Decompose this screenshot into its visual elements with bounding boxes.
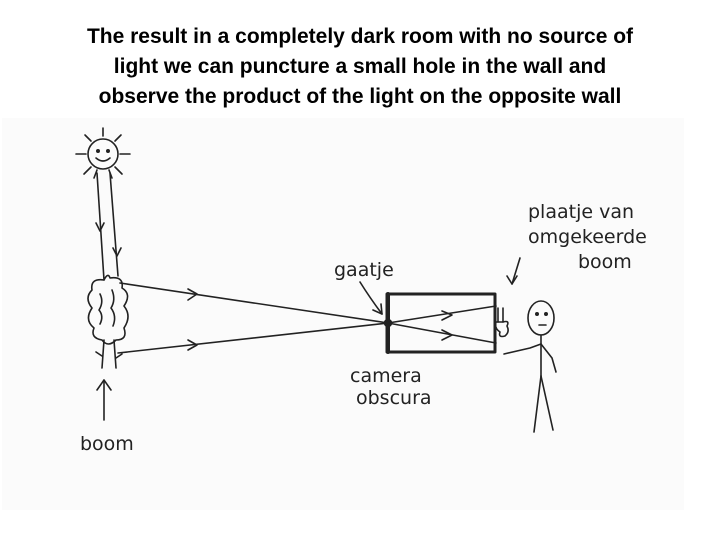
hole-label: gaatje	[334, 259, 394, 281]
sketch-background	[2, 118, 684, 510]
tree-pointer-arrow	[96, 379, 112, 421]
camera-box	[383, 292, 497, 354]
image-pointer-arrow	[506, 257, 521, 285]
camera-obscura-sketch: boom gaatje cam	[0, 118, 720, 540]
title-line-2: light we can puncture a small hole in th…	[113, 55, 607, 78]
sketch-drawing: boom gaatje cam	[75, 127, 647, 455]
inverted-tree-icon	[494, 307, 509, 338]
image-label-line2: omgekeerde	[528, 226, 647, 248]
title-line-3: observe the product of the light on the …	[98, 85, 622, 108]
title-line-1: The result in a completely dark room wit…	[86, 25, 634, 48]
slide-title: The result in a completely dark room wit…	[20, 22, 700, 112]
observer-figure-icon	[503, 300, 557, 433]
image-label-line3: boom	[578, 251, 632, 273]
image-label-line1: plaatje van	[528, 201, 634, 223]
camera-label-line2: obscura	[356, 387, 432, 409]
sun-rays	[95, 172, 122, 281]
tree-label: boom	[80, 433, 134, 455]
hole-pointer-arrow	[359, 281, 383, 315]
sun-icon	[75, 127, 131, 179]
tree-icon	[87, 274, 129, 369]
camera-label-line1: camera	[350, 365, 422, 387]
